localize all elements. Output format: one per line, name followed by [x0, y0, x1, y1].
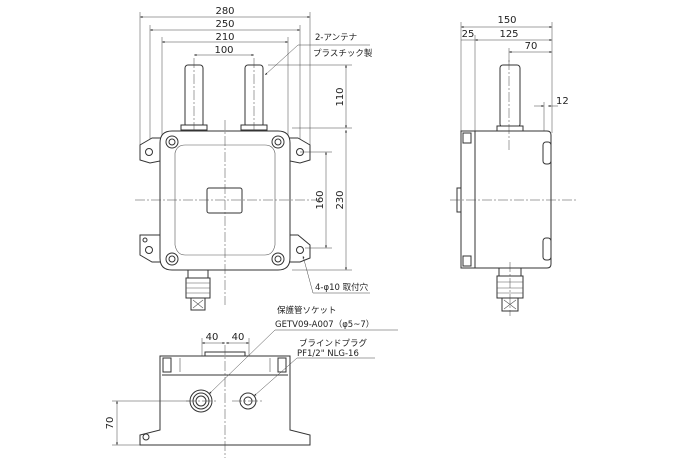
side-body	[474, 130, 552, 269]
mount-hole	[296, 246, 304, 254]
dim-70-bottom-label: 70	[105, 417, 116, 430]
dim-150-label: 150	[497, 15, 516, 26]
label-plate	[206, 187, 243, 214]
bottom-view: 40 40 70 保護管ソケット GETV09-A007（φ5~7） ブラインド…	[105, 305, 398, 458]
side-view: 150 25 125 70 12	[450, 15, 578, 316]
dim-25-label: 25	[462, 29, 475, 40]
dim-110-label: 110	[335, 87, 346, 106]
dim-40-right-label: 40	[232, 332, 245, 343]
cable-connector	[185, 269, 211, 311]
mount-hole-label: 4-φ10 取付穴	[315, 282, 369, 293]
antenna-material-label: プラスチック製	[313, 48, 373, 59]
dim-40-left-label: 40	[206, 332, 219, 343]
dim-210-label: 210	[215, 32, 234, 43]
dim-250-label: 250	[215, 19, 234, 30]
dim-160-label: 160	[315, 190, 326, 209]
plug-model-label: PF1/2" NLG-16	[297, 349, 359, 359]
dim-100-label: 100	[214, 45, 233, 56]
dim-125-label: 125	[499, 29, 518, 40]
side-connector	[496, 262, 524, 316]
socket-label: 保護管ソケット	[277, 305, 337, 316]
dim-230-label: 230	[335, 190, 346, 209]
dim-280-label: 280	[215, 6, 234, 17]
front-view: 280 250 210 100	[135, 6, 373, 311]
side-antenna	[499, 64, 521, 128]
plug-label: ブラインドプラグ	[299, 338, 368, 349]
corner-screws	[165, 135, 285, 266]
dim-70-label: 70	[525, 41, 538, 52]
dim-12-label: 12	[556, 96, 569, 107]
antenna-label: 2-アンテナ	[315, 33, 357, 43]
side-cover	[460, 130, 476, 269]
socket-model-label: GETV09-A007（φ5~7）	[275, 319, 374, 330]
